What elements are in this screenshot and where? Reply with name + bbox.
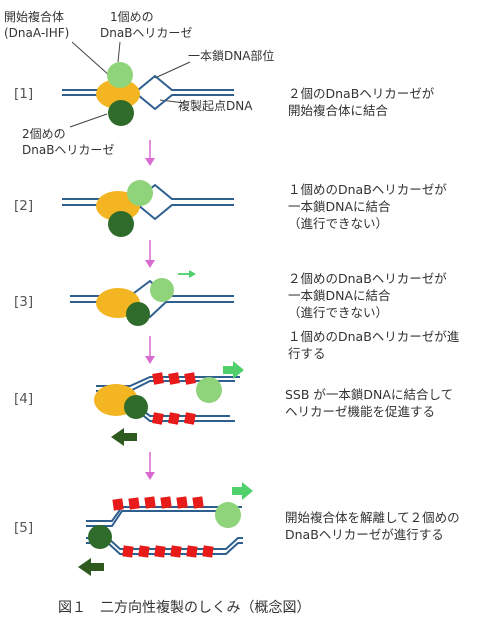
step-3: [3] ２個めのDnaBヘリカーゼが 一本鎖DNAに結合 （進行できない） １個… (14, 270, 460, 361)
leader-line-complex (71, 41, 111, 77)
dna-top-strand (62, 74, 234, 91)
helicase-2 (108, 211, 134, 237)
step-5: [5] 開始複合体を解離して２個めの DnaBヘリカーゼが進行する (14, 482, 460, 576)
step-1-desc-line2: 開始複合体に結合 (288, 103, 389, 118)
step-1-desc-line1: ２個のDnaBヘリカーゼが (288, 86, 435, 101)
helicase1-label-line1: 1個めの (110, 10, 154, 24)
helicase-1 (215, 502, 241, 528)
dna-bottom-strand (70, 301, 234, 319)
leader-line-helicase2 (69, 113, 108, 128)
complex-label-line2: (DnaA-IHF) (4, 26, 69, 40)
forward-arrow-right (223, 361, 244, 379)
leader-line-helicase1 (117, 41, 121, 63)
helicase2-label-line2: DnaBヘリカーゼ (22, 143, 114, 157)
step-4: [4] SSB が一本鎖DNAに結合して ヘリカーゼ機能を促進する (14, 361, 453, 446)
helicase-2 (88, 525, 112, 549)
helicase-1 (127, 180, 153, 206)
backward-arrow-left (78, 558, 104, 576)
origin-label: 複製起点DNA (178, 98, 253, 113)
complex-label-line1: 開始複合体 (4, 9, 64, 24)
forward-arrow-right (232, 482, 253, 500)
step-4-desc-line2: ヘリカーゼ機能を促進する (285, 404, 435, 419)
step-4-label: [4] (14, 391, 33, 407)
step-2-desc-line2: 一本鎖DNAに結合 (288, 199, 391, 214)
helicase-1 (150, 278, 174, 302)
helicase-2 (124, 395, 148, 419)
ss-region-label: 一本鎖DNA部位 (188, 48, 274, 63)
backward-arrow-left (111, 428, 137, 446)
step-3-desc-line5: 行する (288, 346, 326, 361)
helicase-1 (196, 377, 222, 403)
helicase-1 (107, 62, 133, 88)
small-forward-arrow (178, 270, 196, 278)
leader-line-ss-region (154, 61, 191, 79)
step-5-desc-line2: DnaBヘリカーゼが進行する (285, 527, 444, 542)
helicase1-label-line2: DnaBヘリカーゼ (100, 26, 192, 40)
step-5-desc-line1: 開始複合体を解離して２個めの (285, 510, 460, 525)
step-3-desc-line2: 一本鎖DNAに結合 (288, 288, 391, 303)
figure-caption: 図１ 二方向性複製のしくみ（概念図） (58, 599, 311, 616)
ssb-row-bottom (152, 412, 196, 425)
step-2-label: [2] (14, 198, 33, 214)
step-2-desc-line3: （進行できない） (288, 216, 388, 231)
helicase2-label-line1: 2個めの (22, 127, 66, 141)
step-3-label: [3] (14, 294, 33, 310)
transition-arrow-2 (145, 240, 155, 268)
step-4-desc-line1: SSB が一本鎖DNAに結合して (285, 387, 453, 402)
dna-top-strand-inner (86, 510, 236, 527)
step-3-desc-line1: ２個めのDnaBヘリカーゼが (288, 271, 447, 286)
step-3-desc-line4: １個めのDnaBヘリカーゼが進 (288, 329, 460, 344)
step-2: [2] １個めのDnaBヘリカーゼが 一本鎖DNAに結合 （進行できない） (14, 180, 447, 237)
helicase-2 (108, 100, 134, 126)
ssb-row-top (112, 496, 204, 511)
helicase-2 (126, 302, 150, 326)
step-2-desc-line1: １個めのDnaBヘリカーゼが (288, 182, 447, 197)
dna-bottom-strand (62, 204, 234, 221)
transition-arrow-4 (145, 452, 155, 480)
step-3-desc-line3: （進行できない） (288, 305, 388, 320)
transition-arrow-1 (145, 140, 155, 166)
initiation-complex (96, 79, 140, 109)
step-1-label: [1] (14, 86, 33, 102)
step-1: 開始複合体 (DnaA-IHF) 1個めの DnaBヘリカーゼ 一本鎖DNA部位… (4, 9, 435, 157)
ssb-row-top (152, 372, 196, 385)
step-5-label: [5] (14, 520, 33, 536)
transition-arrow-3 (145, 336, 155, 364)
ssb-row-bottom (122, 545, 214, 558)
